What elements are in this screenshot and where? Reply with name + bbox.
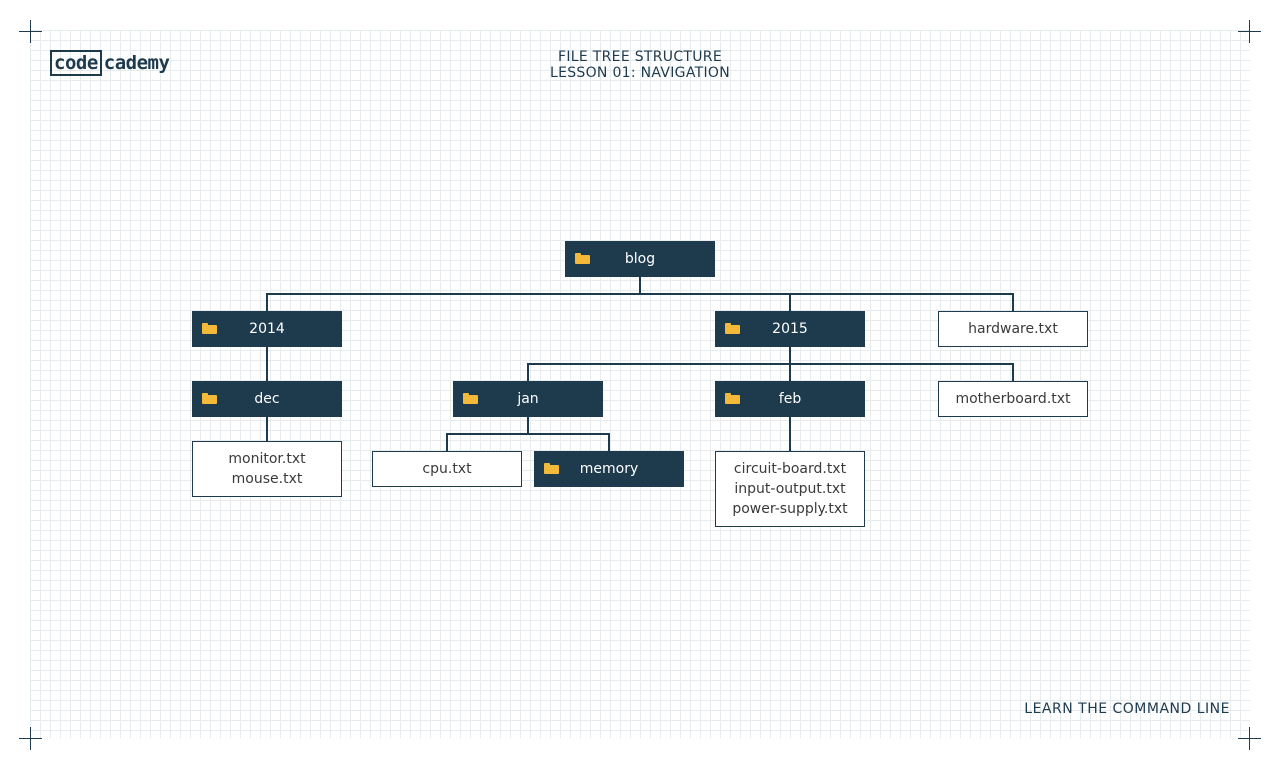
- file-label: cpu.txt: [422, 461, 472, 477]
- folder-node-feb: feb: [715, 381, 865, 417]
- file-node-hardware: hardware.txt: [938, 311, 1088, 347]
- footer-label: LEARN THE COMMAND LINE: [1024, 701, 1230, 717]
- folder-label: 2014: [249, 321, 285, 337]
- connector-line: [1012, 363, 1014, 381]
- file-label: monitor.txt: [228, 451, 306, 467]
- folder-node-2015: 2015: [715, 311, 865, 347]
- folder-node-blog: blog: [565, 241, 715, 277]
- connector-line: [1012, 293, 1014, 311]
- file-node-motherboard: motherboard.txt: [938, 381, 1088, 417]
- connector-line: [266, 346, 268, 381]
- folder-label: jan: [517, 391, 539, 407]
- page-header: FILE TREE STRUCTURE LESSON 01: NAVIGATIO…: [440, 49, 840, 81]
- connector-line: [789, 293, 791, 311]
- connector-line: [789, 416, 791, 451]
- folder-icon: [202, 323, 217, 334]
- corner-crosshair-top-right: [1238, 20, 1261, 43]
- folder-node-memory: memory: [534, 451, 684, 487]
- folder-label: memory: [579, 461, 639, 477]
- connector-line: [789, 363, 791, 381]
- file-label: input-output.txt: [734, 481, 846, 497]
- connector-line: [446, 433, 610, 435]
- folder-icon: [544, 463, 559, 474]
- folder-icon: [202, 393, 217, 404]
- connector-line: [266, 416, 268, 441]
- file-label: circuit-board.txt: [733, 461, 847, 477]
- file-label: mouse.txt: [231, 471, 303, 487]
- connector-line: [789, 346, 791, 364]
- page-subtitle: LESSON 01: NAVIGATION: [549, 65, 730, 81]
- codecademy-logo: code cademy: [50, 50, 170, 76]
- folder-label: feb: [778, 391, 802, 407]
- page-title: FILE TREE STRUCTURE: [558, 49, 722, 65]
- folder-icon: [725, 393, 740, 404]
- file-node-dec-files: monitor.txt mouse.txt: [192, 441, 342, 497]
- connector-line: [639, 276, 641, 294]
- folder-node-dec: dec: [192, 381, 342, 417]
- connector-line: [527, 416, 529, 434]
- folder-node-jan: jan: [453, 381, 603, 417]
- connector-line: [266, 293, 268, 311]
- file-node-feb-files: circuit-board.txt input-output.txt power…: [715, 451, 865, 527]
- connector-line: [527, 363, 529, 381]
- connector-line: [527, 363, 1014, 365]
- corner-crosshair-top-left: [19, 20, 42, 43]
- logo-rest-text: cademy: [103, 52, 170, 74]
- file-label: motherboard.txt: [955, 391, 1071, 407]
- folder-label: blog: [624, 251, 656, 267]
- folder-icon: [725, 323, 740, 334]
- corner-crosshair-bottom-right: [1238, 727, 1261, 750]
- file-label: power-supply.txt: [732, 501, 848, 517]
- connector-line: [608, 433, 610, 451]
- file-node-cpu: cpu.txt: [372, 451, 522, 487]
- file-label: hardware.txt: [968, 321, 1058, 337]
- folder-icon: [575, 253, 590, 264]
- corner-crosshair-bottom-left: [19, 727, 42, 750]
- folder-label: 2015: [772, 321, 808, 337]
- folder-label: dec: [254, 391, 280, 407]
- folder-node-2014: 2014: [192, 311, 342, 347]
- connector-line: [266, 293, 1014, 295]
- connector-line: [446, 433, 448, 451]
- logo-boxed-text: code: [50, 50, 102, 76]
- folder-icon: [463, 393, 478, 404]
